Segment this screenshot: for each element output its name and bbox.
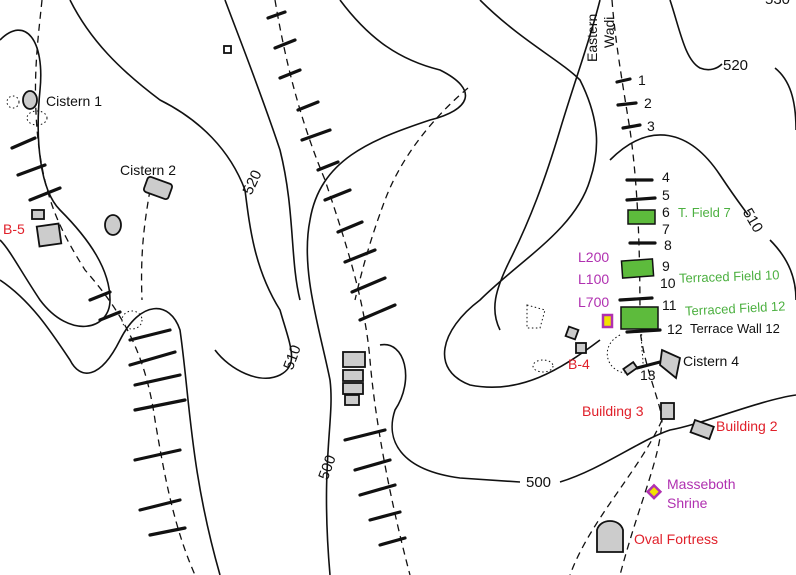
contour-line: [443, 0, 601, 389]
cistern-4-shape: [659, 348, 682, 380]
oval-fortress-label: Oval Fortress: [634, 531, 719, 547]
contour-line: [0, 279, 221, 575]
terraced-field-10-label: Terraced Field 10: [678, 267, 780, 286]
central-structure: [342, 351, 366, 368]
locus-l100-label: L100: [578, 271, 610, 287]
cistern-2-shape: [142, 175, 174, 201]
b4-building: [575, 342, 587, 354]
wadi-central: [274, 0, 411, 575]
terrace-walls-west: [10, 136, 187, 537]
b4-building: [564, 325, 580, 341]
wall-number: 1: [638, 72, 646, 88]
terrace-walls-eastern: [615, 77, 662, 370]
terraced-field-7-label: T. Field 7: [678, 205, 731, 220]
b5-building: [35, 222, 63, 248]
masseboth-marker: [645, 483, 663, 500]
contour-line: [306, 0, 467, 575]
wall-number: 13: [640, 367, 656, 383]
building-3-label: Building 3: [582, 403, 644, 419]
cistern-2-label: Cistern 2: [120, 162, 177, 178]
cistern-4-label: Cistern 4: [683, 353, 740, 369]
contour-line: [494, 0, 601, 331]
building-2-shape: [689, 418, 715, 441]
wall-number: 10: [660, 275, 676, 291]
b4-label: B-4: [568, 356, 590, 372]
cistern-1-shape: [22, 90, 38, 110]
contour-label-520: 520: [723, 57, 749, 74]
cistern-1-label: Cistern 1: [46, 93, 103, 109]
wadi-label-eastern: Eastern: [584, 13, 600, 62]
b5-building: [31, 209, 45, 220]
contour-label-530: 530: [765, 0, 790, 7]
terrace-walls-central: [266, 10, 407, 547]
terraced-field-12: [620, 306, 659, 330]
wall-number: 6: [662, 204, 670, 220]
wall-number: 2: [644, 95, 652, 111]
cistern-shape: [104, 214, 122, 236]
terraced-field-10: [620, 258, 655, 279]
dotted-outline: [606, 329, 644, 374]
wadi-branch: [354, 87, 469, 301]
wadi-label-wadi: Wadi: [601, 16, 617, 48]
contour-line: [224, 0, 301, 301]
masseboth-label: Masseboth: [667, 476, 736, 492]
wall-number: 4: [662, 169, 670, 185]
contour-line: [379, 343, 796, 483]
building-2-label: Building 2: [716, 418, 778, 434]
building-3-shape: [660, 402, 675, 420]
contour-label-500: 500: [526, 474, 552, 491]
terraced-field-7: [627, 209, 656, 225]
structures: [22, 90, 715, 553]
wall-number: 12: [667, 321, 683, 337]
locus-l700-label: L700: [578, 294, 610, 310]
b5-label: B-5: [3, 221, 25, 237]
wall-number: 7: [662, 221, 670, 237]
wall-number: 9: [662, 258, 670, 274]
dotted-features: [6, 95, 554, 373]
wall-number: 8: [664, 237, 672, 253]
wadi-branch: [140, 189, 151, 301]
contour-line: [69, 0, 293, 379]
oval-fortress-shape: [596, 520, 624, 553]
wadi-west: [34, 0, 196, 575]
wall-number: 3: [647, 118, 655, 134]
locus-l200-label: L200: [578, 249, 610, 265]
wadi-south: [569, 419, 663, 575]
locus-marker: [601, 313, 614, 329]
wall-number: 5: [662, 187, 670, 203]
contour-line: [0, 29, 111, 328]
wall-number: 11: [662, 297, 677, 313]
terrace-wall-12-label: Terrace Wall 12: [690, 321, 780, 336]
shrine-label: Shrine: [667, 495, 708, 511]
small-structure: [223, 45, 232, 54]
